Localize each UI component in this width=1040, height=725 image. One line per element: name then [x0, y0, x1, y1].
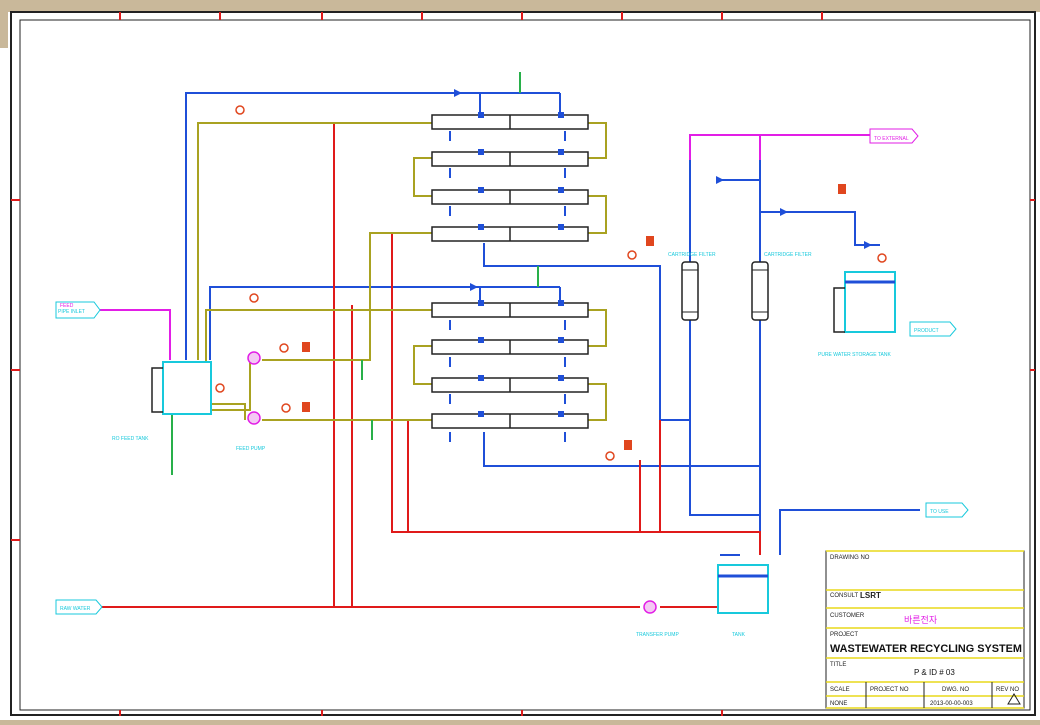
outlet-tag-product — [909, 321, 957, 337]
title-label: TITLE — [830, 662, 846, 668]
label-tank-right: PURE WATER STORAGE TANK — [818, 352, 891, 358]
ro-feed-tank — [162, 361, 212, 415]
pure-water-storage-tank — [833, 271, 896, 333]
label-tank-left: RO FEED TANK — [112, 436, 149, 442]
bottom-collection-tank — [717, 564, 769, 614]
label-outlet-right: TO USE — [930, 509, 949, 515]
drain-lines — [171, 72, 539, 475]
dwg-no-value: 2013-00-00-003 — [930, 701, 973, 707]
scale-label: SCALE — [830, 687, 850, 693]
label-inlet-mid: FEED — [60, 303, 74, 309]
cartridge-filter-2 — [751, 261, 769, 321]
scale-value: NONE — [830, 701, 847, 707]
feed-lines — [100, 134, 870, 360]
transfer-pump — [643, 600, 657, 614]
drawing-no-label: DRAWING NO — [830, 555, 870, 561]
ro-connector-nodes — [478, 112, 564, 417]
customer-label: CUSTOMER — [830, 613, 865, 619]
consult-value: LSRT — [860, 591, 881, 600]
consult-label: CONSULT — [830, 593, 859, 599]
frame-ticks — [11, 12, 1035, 716]
scan-border-left — [0, 0, 8, 48]
feed-pump-1 — [247, 351, 261, 365]
outlet-tag-top — [869, 128, 919, 144]
label-pump-bottom: TRANSFER PUMP — [636, 632, 679, 638]
cartridge-filter-1 — [681, 261, 699, 321]
inlet-tag-top — [55, 301, 101, 319]
inner-frame — [19, 19, 1031, 711]
valves — [454, 89, 872, 291]
inlet-tag-waste — [55, 599, 103, 615]
label-waste-in: RAW WATER — [60, 606, 91, 612]
rev-label: REV NO — [996, 687, 1019, 693]
label-pump-mid: FEED PUMP — [236, 446, 266, 452]
water-lines — [185, 92, 920, 556]
project-value: WASTEWATER RECYCLING SYSTEM — [830, 643, 1022, 655]
label-inlet-top: PIPE INLET — [58, 309, 85, 315]
label-cartridge-2: CARTRIDGE FILTER — [764, 252, 812, 258]
title-block — [825, 550, 1025, 709]
label-cartridge-1: CARTRIDGE FILTER — [668, 252, 716, 258]
label-tank-bottom: TANK — [732, 632, 746, 638]
waste-lines — [100, 123, 761, 608]
label-product-out: PRODUCT — [914, 328, 939, 334]
scan-border-top — [0, 0, 1040, 12]
dwg-no-label: DWG. NO — [942, 687, 969, 693]
title-value: P & ID # 03 — [914, 668, 955, 677]
label-top-out: TO EXTERNAL — [874, 136, 909, 142]
feed-pump-2 — [247, 411, 261, 425]
stack-drain-ticks — [449, 131, 566, 442]
project-label: PROJECT — [830, 632, 858, 638]
customer-value: 바른전자 — [904, 615, 938, 625]
outlet-tag-right — [925, 502, 969, 518]
ro-feed-tank-level — [151, 367, 163, 413]
instrument-tags — [302, 184, 846, 450]
instrument-gauges — [215, 105, 887, 461]
rev-triangle — [1007, 693, 1021, 705]
project-no-label: PROJECT NO — [870, 687, 909, 693]
